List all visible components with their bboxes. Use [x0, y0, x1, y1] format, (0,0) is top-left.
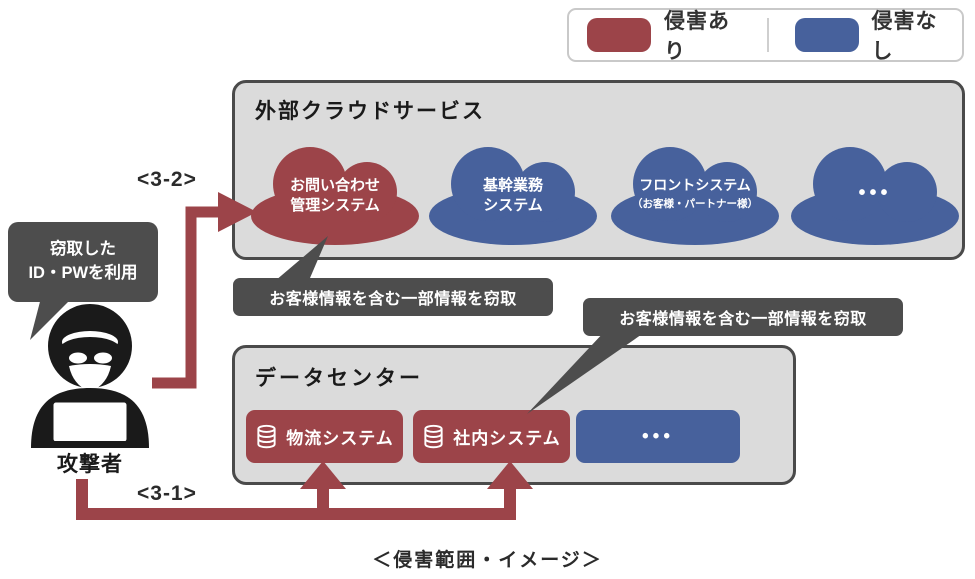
- cloud-label: 基幹業務 システム: [482, 177, 543, 215]
- attack-arrow-3-2: [152, 206, 222, 389]
- cloud-label: お問い合わせ 管理システム: [289, 177, 380, 215]
- sysbox-internal-system: 社内システム: [413, 410, 570, 463]
- bubble-line-2: ID・PWを利用: [28, 264, 138, 282]
- callout-datacenter-theft: お客様情報を含む一部情報を窃取: [583, 298, 903, 336]
- cloud-inquiry-management-system: お問い合わせ 管理システム: [250, 140, 420, 246]
- cloud-icon: [791, 147, 959, 245]
- diagram-caption: ＜侵害範囲・イメージ＞: [372, 550, 603, 571]
- datacenter-panel: データセンター 物流システム 社内シス: [232, 345, 796, 485]
- sysbox-label: 物流システム: [286, 429, 394, 448]
- legend-swatch-safe: [794, 18, 859, 52]
- legend-label-breached: 侵害あり: [664, 10, 730, 63]
- attacker-label: 攻撃者: [57, 453, 123, 476]
- sysbox-label: 社内システム: [453, 429, 561, 448]
- sysbox-other-systems: •••: [576, 410, 740, 463]
- cloud-other-systems: •••: [790, 140, 960, 246]
- cloud-label: フロントシステム （お客様・パートナー様）: [632, 177, 758, 210]
- callout-cloud-theft: お客様情報を含む一部情報を窃取: [233, 278, 553, 316]
- external-cloud-panel: 外部クラウドサービス お問い合わせ 管理システム: [232, 80, 965, 260]
- external-cloud-panel-title: 外部クラウドサービス: [255, 100, 485, 123]
- attacker-speech-bubble: 窃取した ID・PWを利用: [8, 222, 158, 302]
- cloud-icon: [611, 147, 779, 245]
- ellipsis-label: •••: [858, 182, 892, 204]
- step-label-3-2: <3-2>: [137, 168, 197, 191]
- cloud-icon: [429, 147, 597, 245]
- cloud-front-system: フロントシステム （お客様・パートナー様）: [610, 140, 780, 246]
- database-icon: [424, 424, 443, 448]
- bubble-line-1: 窃取した: [50, 240, 116, 259]
- legend-swatch-breached: [587, 18, 651, 52]
- attacker-icon: [22, 300, 158, 448]
- ellipsis-label: •••: [642, 425, 674, 447]
- step-label-3-1: <3-1>: [137, 482, 197, 505]
- cloud-core-business-system: 基幹業務 システム: [428, 140, 598, 246]
- cloud-icon: [251, 147, 419, 245]
- database-icon: [257, 424, 276, 448]
- sysbox-logistics-system: 物流システム: [246, 410, 403, 463]
- legend: 侵害あり 侵害なし: [567, 8, 964, 63]
- datacenter-panel-title: データセンター: [255, 367, 423, 390]
- legend-label-safe: 侵害なし: [871, 10, 938, 63]
- legend-divider: [766, 18, 769, 52]
